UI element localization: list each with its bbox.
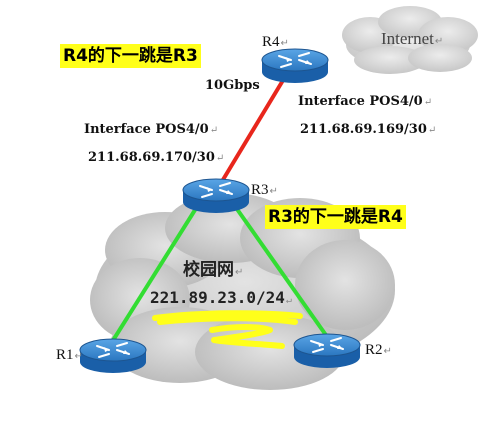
campus-name: 校园网↵: [183, 260, 244, 280]
link-r4-r3: [216, 70, 290, 190]
link-r3-r1: [110, 200, 202, 344]
r3-interface-name: Interface POS4/0↵: [84, 122, 219, 137]
router-r2-label: R2↵: [365, 342, 392, 358]
router-r3-icon: [182, 178, 250, 213]
r4-next-hop-annotation: R4的下一跳是R3: [60, 44, 201, 68]
r3-interface-ip: 211.68.69.170/30↵: [88, 150, 225, 165]
r3-next-hop-annotation: R3的下一跳是R4: [265, 205, 406, 229]
router-r2-icon: [293, 333, 361, 368]
router-r1-icon: [79, 338, 147, 373]
campus-subnet: 221.89.23.0/24↵: [150, 288, 292, 307]
router-r3-label: R3↵: [251, 182, 278, 198]
yellow-scribble: [152, 310, 303, 349]
router-r4-label: R4↵: [262, 34, 289, 50]
router-r4-icon: [261, 48, 329, 83]
r4-interface-ip: 211.68.69.169/30↵: [300, 122, 437, 137]
link-speed-label: 10Gbps: [205, 78, 260, 93]
internet-label: Internet↵: [381, 29, 444, 48]
router-r1-label: R1↵: [56, 347, 83, 363]
r4-interface-name: Interface POS4/0↵: [298, 94, 433, 109]
internet-cloud: [342, 6, 478, 74]
link-r3-r2: [230, 200, 330, 340]
